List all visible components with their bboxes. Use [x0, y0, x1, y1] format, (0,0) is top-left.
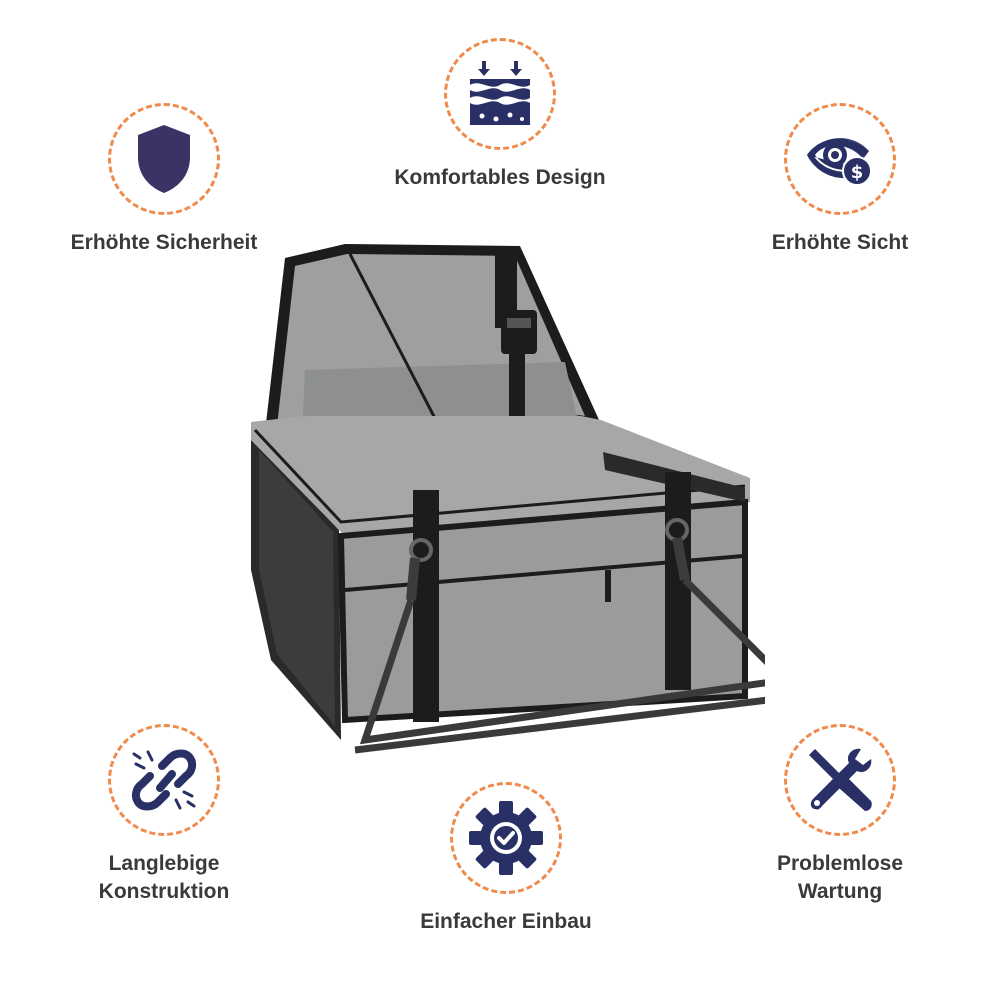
feature-maint: Problemlose Wartung: [710, 724, 970, 906]
feature-durable: Langlebige Konstruktion: [34, 724, 294, 906]
pet-car-seat-image: [251, 244, 765, 754]
wave-layers-icon: [470, 61, 530, 125]
feature-install: Einfacher Einbau: [376, 782, 636, 936]
feature-sight: $ Erhöhte Sicht: [710, 103, 970, 257]
feature-label: Erhöhte Sicht: [771, 231, 909, 254]
feature-safety: Erhöhte Sicherheit: [34, 103, 294, 257]
screwdriver-wrench-icon: [809, 748, 872, 811]
gear-check-icon: [469, 801, 543, 875]
feature-label: Erhöhte Sicherheit: [70, 231, 258, 254]
feature-label: Einfacher Einbau: [420, 910, 592, 933]
shield-icon: [138, 125, 190, 193]
feature-label: Komfortables Design: [394, 166, 606, 189]
eye-dollar-icon: $: [807, 138, 872, 186]
svg-text:$: $: [851, 162, 864, 183]
feature-label: Langlebige Konstruktion: [98, 852, 230, 903]
icon-ring: [784, 724, 896, 836]
feature-label: Problemlose Wartung: [776, 852, 904, 903]
icon-ring: [444, 38, 556, 150]
feature-design: Komfortables Design: [370, 38, 630, 192]
icon-ring: [450, 782, 562, 894]
broken-chain-icon: [131, 749, 197, 811]
icon-ring: [108, 103, 220, 215]
icon-ring: $: [784, 103, 896, 215]
icon-ring: [108, 724, 220, 836]
